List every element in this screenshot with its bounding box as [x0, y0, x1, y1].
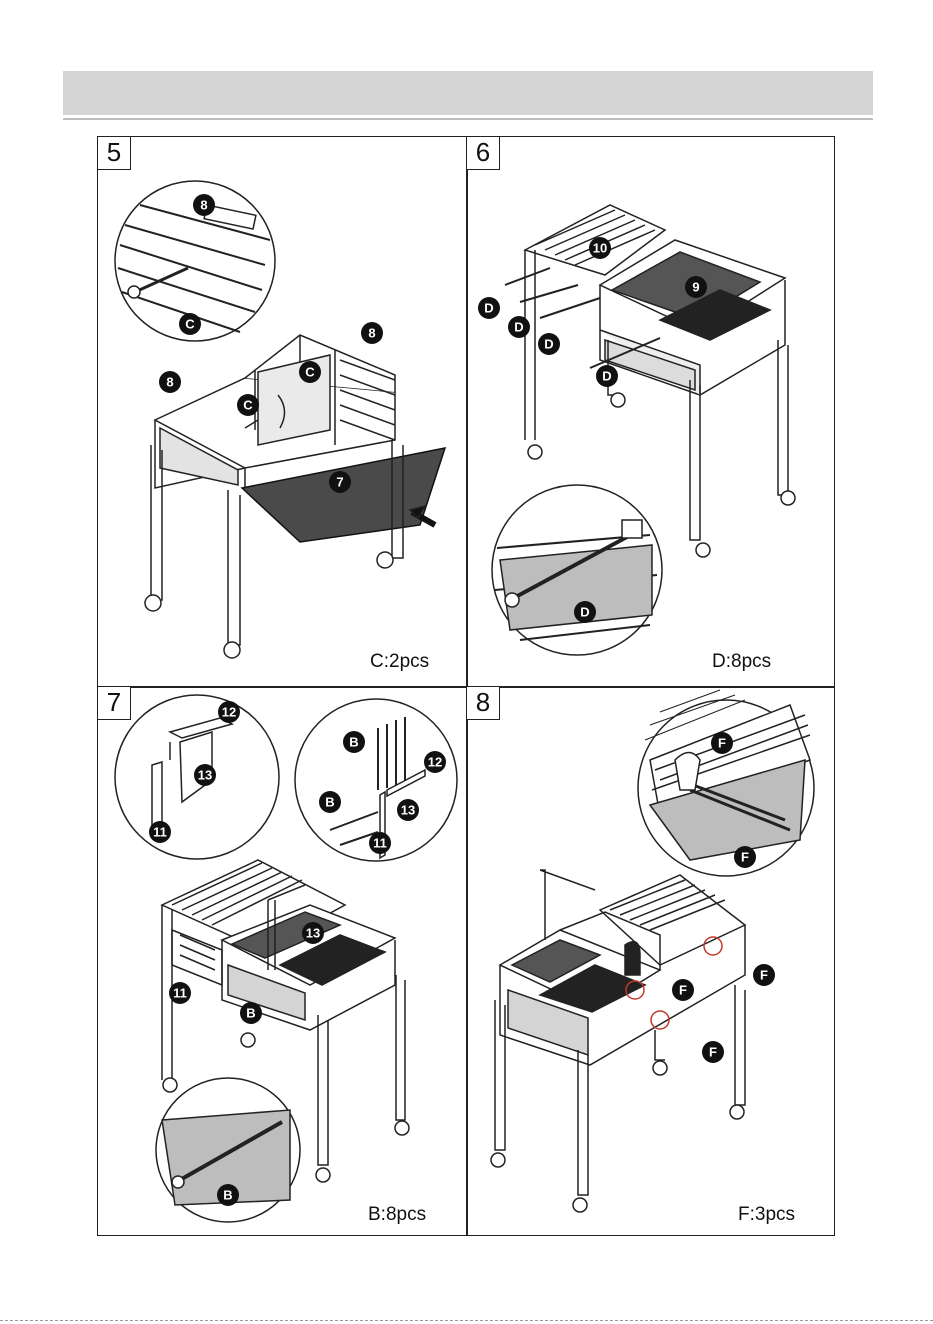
step-8-detail-circle: [638, 690, 814, 876]
callout-hook-f: F: [679, 983, 687, 998]
callout-hook-f: F: [760, 968, 768, 983]
callout-hook-f: F: [718, 736, 726, 751]
page-bottom-edge: [0, 1320, 933, 1322]
callout-hook-f: F: [709, 1045, 717, 1060]
step-8-hutch: [491, 870, 745, 1212]
callout-hook-f: F: [741, 850, 749, 865]
